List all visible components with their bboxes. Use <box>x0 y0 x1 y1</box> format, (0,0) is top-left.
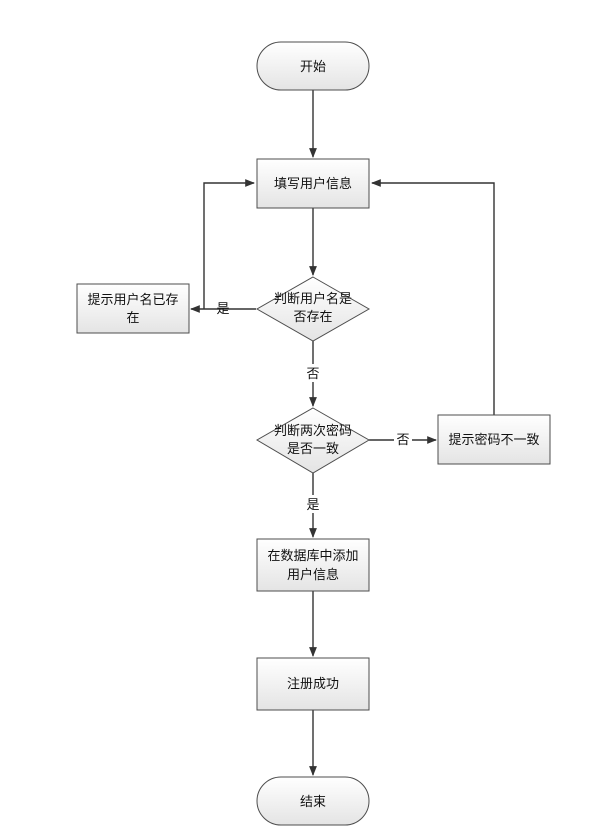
node-check-username-line2: 否存在 <box>293 310 332 325</box>
edge-pwd-mismatch-back-to-fill <box>371 179 495 415</box>
node-password-mismatch-label: 提示密码不一致 <box>448 432 539 448</box>
node-start: 开始 <box>256 41 370 91</box>
node-add-to-database-line1: 在数据库中添加 <box>267 548 358 564</box>
node-check-username-line1: 判断用户名是 <box>274 291 352 307</box>
node-success-label: 注册成功 <box>287 677 339 692</box>
node-end-label: 结束 <box>300 795 326 810</box>
node-end: 结束 <box>256 776 370 826</box>
node-check-password-line2: 是否一致 <box>287 442 339 457</box>
node-username-exists: 提示用户名已存 在 <box>76 283 190 334</box>
node-username-exists-line1: 提示用户名已存 <box>87 292 178 308</box>
node-check-password: 判断两次密码 是否一致 <box>256 407 370 474</box>
edge-name-exists-back-to-fill <box>203 179 255 309</box>
node-start-label: 开始 <box>300 60 326 75</box>
node-add-to-database: 在数据库中添加 用户信息 <box>256 538 370 592</box>
node-success: 注册成功 <box>256 657 370 711</box>
node-add-to-database-line2: 用户信息 <box>287 567 339 583</box>
node-fill-info: 填写用户信息 <box>256 158 370 209</box>
edge-label-pwd-yes: 是 <box>306 498 319 513</box>
node-check-username: 判断用户名是 否存在 <box>255 276 371 342</box>
node-username-exists-line2: 在 <box>126 311 139 326</box>
edge-label-name-yes: 是 <box>216 302 229 317</box>
node-check-password-line1: 判断两次密码 <box>274 423 352 439</box>
node-fill-info-label: 填写用户信息 <box>274 176 352 192</box>
node-password-mismatch: 提示密码不一致 <box>437 414 551 465</box>
edge-label-pwd-no: 否 <box>396 433 409 448</box>
edge-label-name-no: 否 <box>306 367 319 382</box>
